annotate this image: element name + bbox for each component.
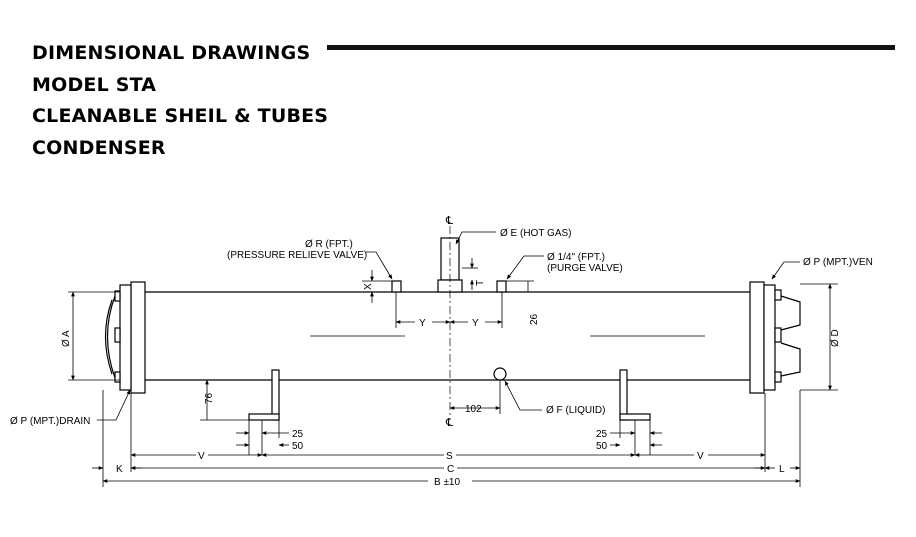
dim-50-left: 50	[292, 441, 304, 452]
title-rule	[327, 45, 895, 50]
liquid-label: Ø F (LIQUID)	[546, 405, 605, 416]
dim-k: K	[116, 464, 123, 475]
dim-y-left: Y	[419, 318, 426, 329]
purge-valve-label-2: (PURGE VALVE)	[547, 263, 623, 274]
centerline-mark-bottom: ℄	[445, 417, 453, 429]
left-head	[104, 281, 146, 394]
dim-25-right: 25	[596, 429, 608, 440]
hot-gas-label: Ø E (HOT GAS)	[500, 228, 572, 239]
dim-y-right: Y	[472, 318, 479, 329]
valve-ports	[391, 280, 507, 293]
vent-label: Ø P (MPT.)VEN	[803, 257, 873, 268]
right-head	[749, 281, 801, 394]
drain-label: Ø P (MPT.)DRAIN	[10, 416, 90, 427]
title-line-1: DIMENSIONAL DRAWINGS	[32, 42, 311, 64]
dim-a: Ø A	[61, 330, 72, 347]
title-block: DIMENSIONAL DRAWINGS MODEL STA CLEANABLE…	[32, 38, 328, 164]
title-line-4: CONDENSER	[32, 136, 166, 159]
drawing-labels: ℄ ℄ Ø E (HOT GAS) Ø R (FPT.) (PRESSURE R…	[10, 215, 873, 488]
dim-x: X	[363, 283, 374, 290]
dimension-lines	[68, 258, 838, 487]
dim-l: L	[779, 464, 785, 475]
dim-c: C	[447, 464, 454, 475]
support-legs	[248, 369, 651, 421]
hot-gas-nozzle	[437, 226, 463, 420]
dim-v-right: V	[697, 451, 704, 462]
title-line-2: MODEL STA	[32, 73, 157, 96]
dim-b: B ±10	[434, 477, 460, 488]
dim-50-right: 50	[596, 441, 608, 452]
dim-t: T	[475, 280, 486, 286]
dim-v-left: V	[198, 451, 205, 462]
shell	[145, 291, 750, 381]
dim-25-left: 25	[292, 429, 304, 440]
dim-26: 26	[529, 313, 540, 325]
dim-102: 102	[465, 404, 482, 415]
purge-valve-label-1: Ø 1/4" (FPT.)	[547, 252, 605, 263]
title-line-3: CLEANABLE SHEIL & TUBES	[32, 105, 329, 127]
liquid-outlet	[493, 367, 507, 381]
centerline-mark-top: ℄	[445, 215, 453, 227]
dim-76: 76	[204, 392, 215, 404]
dim-d: Ø D	[830, 329, 841, 347]
dim-s: S	[446, 451, 453, 462]
relief-valve-label-1: Ø R (FPT.)	[305, 239, 353, 250]
relief-valve-label-2: (PRESSURE RELIEVE VALVE)	[227, 250, 367, 261]
